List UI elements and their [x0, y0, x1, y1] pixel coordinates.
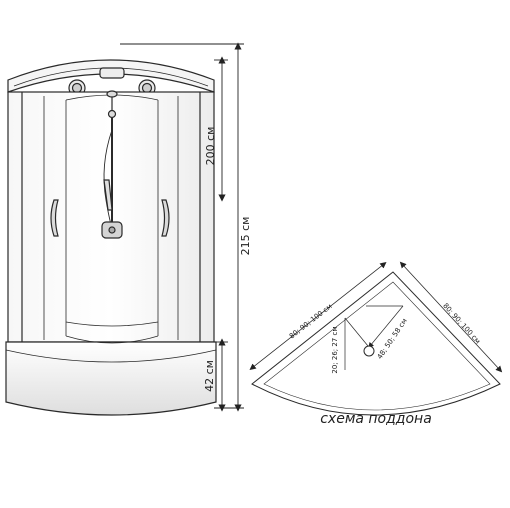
- tray-plan: [249, 261, 503, 416]
- tray-scheme-caption: схема поддона: [320, 411, 432, 427]
- dimension-label-215: 215 см: [239, 217, 252, 256]
- cabin-tray: [5, 341, 217, 416]
- dimension-label-200: 200 см: [204, 127, 217, 166]
- drain-icon: [363, 345, 375, 357]
- door-handle-icon: [50, 199, 59, 237]
- dimension-label-42: 42 см: [203, 360, 216, 392]
- speaker-icon: [99, 67, 125, 79]
- hand-shower-icon: [103, 179, 113, 211]
- dimension-lines: [120, 42, 244, 412]
- tray-outline: [251, 271, 501, 416]
- door-handle-icon: [161, 199, 170, 237]
- shower-cabin: [5, 59, 217, 416]
- shower-column: [101, 90, 123, 239]
- drain-offset-left-label: 20; 26; 27 см: [331, 326, 339, 373]
